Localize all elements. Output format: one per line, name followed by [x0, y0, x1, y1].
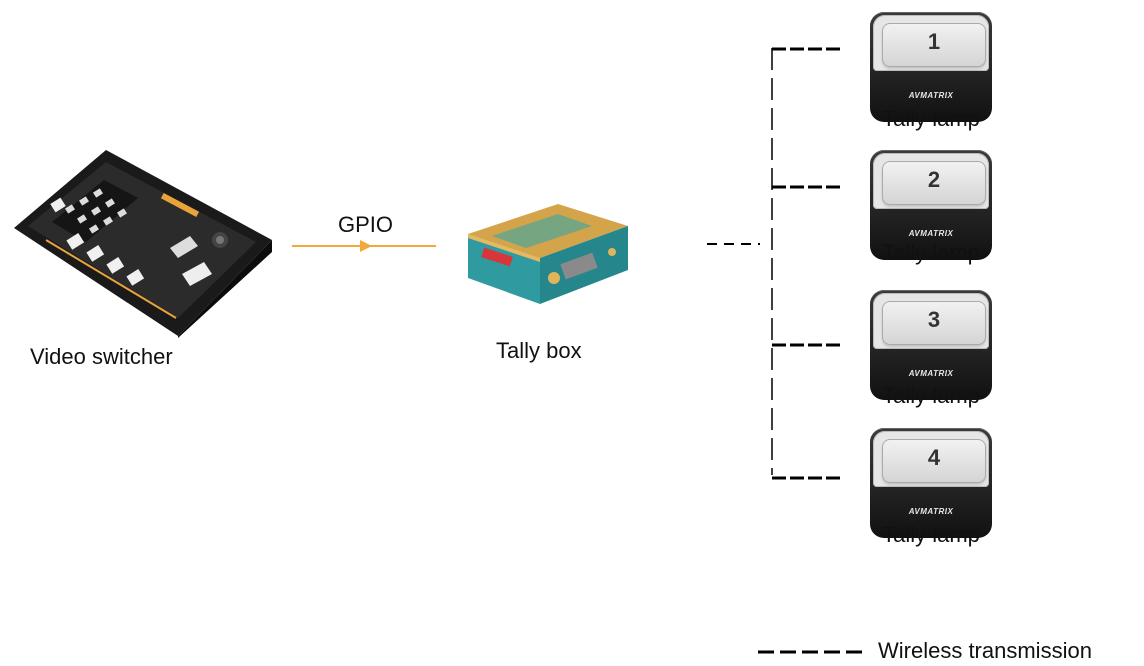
gpio-label: GPIO: [338, 212, 394, 237]
tally-lamp-number: 2: [927, 167, 941, 192]
tally-lamp-number: 1: [927, 29, 941, 54]
video-switcher-device: [14, 150, 272, 338]
video-switcher-label: Video switcher: [30, 344, 173, 369]
gpio-arrow: [292, 240, 436, 252]
tally-lamp-number: 3: [927, 307, 941, 332]
brand-logo: AVMATRIX: [908, 507, 954, 516]
tally-lamp-label-2: Tally lamp: [882, 240, 980, 265]
tally-box-device: [468, 204, 628, 304]
wireless-links: [707, 47, 840, 480]
tally-lamp-label-4: Tally lamp: [882, 522, 980, 547]
tally-lamp-number: 4: [927, 445, 941, 470]
tally-lamp-2: 2 AVMATRIX: [870, 150, 992, 260]
tally-lamp-label-3: Tally lamp: [882, 383, 980, 408]
tally-box-label: Tally box: [496, 338, 582, 363]
tally-lamp-3: 3 AVMATRIX: [870, 290, 992, 400]
tally-lamp-label-1: Tally lamp: [882, 106, 980, 131]
brand-logo: AVMATRIX: [908, 229, 954, 238]
tally-lamp-1: 1 AVMATRIX: [870, 12, 992, 122]
brand-logo: AVMATRIX: [908, 369, 954, 378]
brand-logo: AVMATRIX: [908, 91, 954, 100]
legend-label: Wireless transmission: [878, 638, 1092, 663]
tally-lamp-4: 4 AVMATRIX: [870, 428, 992, 538]
